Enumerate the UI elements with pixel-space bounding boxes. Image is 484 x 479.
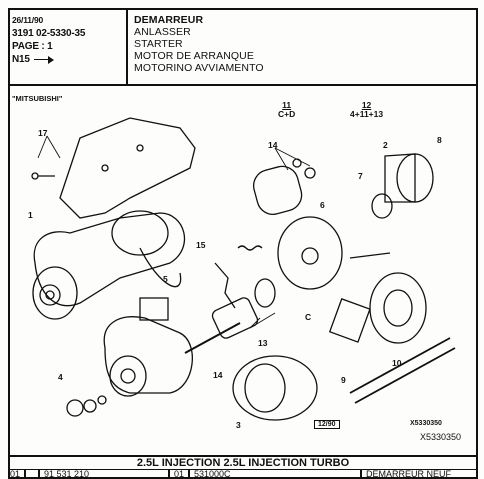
callout-6: 6 <box>320 200 325 210</box>
through-bolt <box>349 252 391 259</box>
fraction-12-bottom: 4+11+13 <box>350 109 384 119</box>
callout-7: 7 <box>358 171 363 181</box>
callout-17: 17 <box>38 128 48 138</box>
nose-housing-bore <box>109 355 147 397</box>
row-ref: 531000C <box>194 469 231 479</box>
armature-core <box>211 297 259 339</box>
header-page: PAGE : 1 <box>12 41 53 52</box>
sheet-border <box>8 8 478 479</box>
armature-shaft <box>184 322 241 354</box>
callout-2: 2 <box>383 140 388 150</box>
row-divider <box>24 470 26 479</box>
drawing-code-large: X5330350 <box>420 432 462 442</box>
row-qty-2: 01 <box>174 469 185 479</box>
fraction-11: 11 C+D <box>278 101 295 119</box>
callout-C: C <box>305 312 312 322</box>
washer <box>83 399 97 413</box>
header-group: N15 <box>12 54 30 65</box>
drive-unit-body <box>384 153 416 203</box>
drive-gear <box>371 193 393 219</box>
row-divider <box>360 470 362 479</box>
fraction-11-bottom: C+D <box>278 109 296 119</box>
starter-nose <box>32 266 78 320</box>
leader <box>249 312 276 329</box>
callout-13: 13 <box>258 338 268 348</box>
row-divider <box>188 470 190 479</box>
callout-5: 5 <box>163 274 168 284</box>
bracket-hole <box>136 144 144 152</box>
screw-head <box>31 172 39 180</box>
arrow-right-icon <box>33 56 54 63</box>
callout-4: 4 <box>58 372 63 382</box>
fraction-12-top: 12 <box>361 100 372 110</box>
sheet-header: 26/11/90 3191 02-5330-35 PAGE : 1 N15 DE… <box>8 8 478 86</box>
callout-1: 1 <box>28 210 33 220</box>
header-ref: 3191 02-5330-35 <box>12 28 86 39</box>
title-it: MOTORINO AVVIAMENTO <box>134 62 264 74</box>
brush-ring <box>369 272 427 344</box>
callout-3: 3 <box>236 420 241 430</box>
yoke-housing <box>232 355 318 421</box>
solenoid-terminal <box>304 167 316 179</box>
washer <box>66 399 84 417</box>
starter-housing <box>33 212 186 307</box>
armature-gear <box>254 278 276 308</box>
title-en: STARTER <box>134 38 183 50</box>
title-de: ANLASSER <box>134 26 191 38</box>
title-es: MOTOR DE ARRANQUE <box>134 50 254 62</box>
title-fr: DEMARREUR <box>134 14 204 26</box>
header-group-row: N15 <box>12 53 126 66</box>
brush-holder <box>328 298 371 343</box>
row-description: DEMARREUR NEUF <box>366 469 452 479</box>
fraction-12: 12 4+11+13 <box>350 101 383 119</box>
row-part-number: 91 531 210 <box>44 469 90 479</box>
row-divider <box>38 470 40 479</box>
exploded-starter-diagram <box>31 117 456 421</box>
leader <box>274 147 289 171</box>
callout-8: 8 <box>437 135 442 145</box>
brand-label: "MITSUBISHI" <box>12 94 63 103</box>
leader <box>37 135 48 159</box>
through-bolt <box>349 337 451 394</box>
starter-pinion <box>39 284 61 306</box>
callout-14-armature: 14 <box>213 370 223 380</box>
starter-wire <box>139 247 182 288</box>
figure-number: 12/90 <box>314 420 340 429</box>
drawing-code-small: X5330350 <box>410 420 442 427</box>
starter-pinion-hub <box>45 290 55 300</box>
solenoid <box>253 165 303 215</box>
leader <box>46 135 61 159</box>
spring <box>237 245 263 251</box>
header-date: 26/11/90 <box>12 15 44 25</box>
row-qty: 01 <box>10 469 21 479</box>
shift-lever <box>214 262 236 309</box>
leader <box>274 147 311 167</box>
end-frame <box>277 216 343 290</box>
nose-housing-bearing <box>120 368 136 384</box>
brush-ring-inner <box>383 289 413 327</box>
callout-15: 15 <box>196 240 206 250</box>
yoke-opening <box>244 363 286 413</box>
through-bolt <box>354 347 456 404</box>
row-divider <box>168 470 170 479</box>
bracket-plate <box>59 117 196 219</box>
solenoid-terminal <box>292 158 302 168</box>
bracket-hole <box>101 164 109 172</box>
application-title: 2.5L INJECTION 2.5L INJECTION TURBO <box>8 455 478 469</box>
callout-9: 9 <box>341 375 346 385</box>
starter-solenoid-body <box>111 210 169 256</box>
header-reference-block: 26/11/90 3191 02-5330-35 PAGE : 1 N15 <box>8 8 128 84</box>
end-frame-boss <box>301 247 319 265</box>
leader <box>249 317 261 329</box>
callout-14-solenoid: 14 <box>268 140 278 150</box>
nose-housing-lug <box>139 297 169 321</box>
washer <box>97 395 107 405</box>
nose-housing <box>103 316 193 394</box>
parts-row: 01 91 531 210 01 531000C DEMARREUR NEUF <box>8 469 478 479</box>
header-titles: DEMARREUR ANLASSER STARTER MOTOR DE ARRA… <box>134 14 264 74</box>
callout-10: 10 <box>392 358 402 368</box>
fraction-11-top: 11 <box>282 100 292 110</box>
